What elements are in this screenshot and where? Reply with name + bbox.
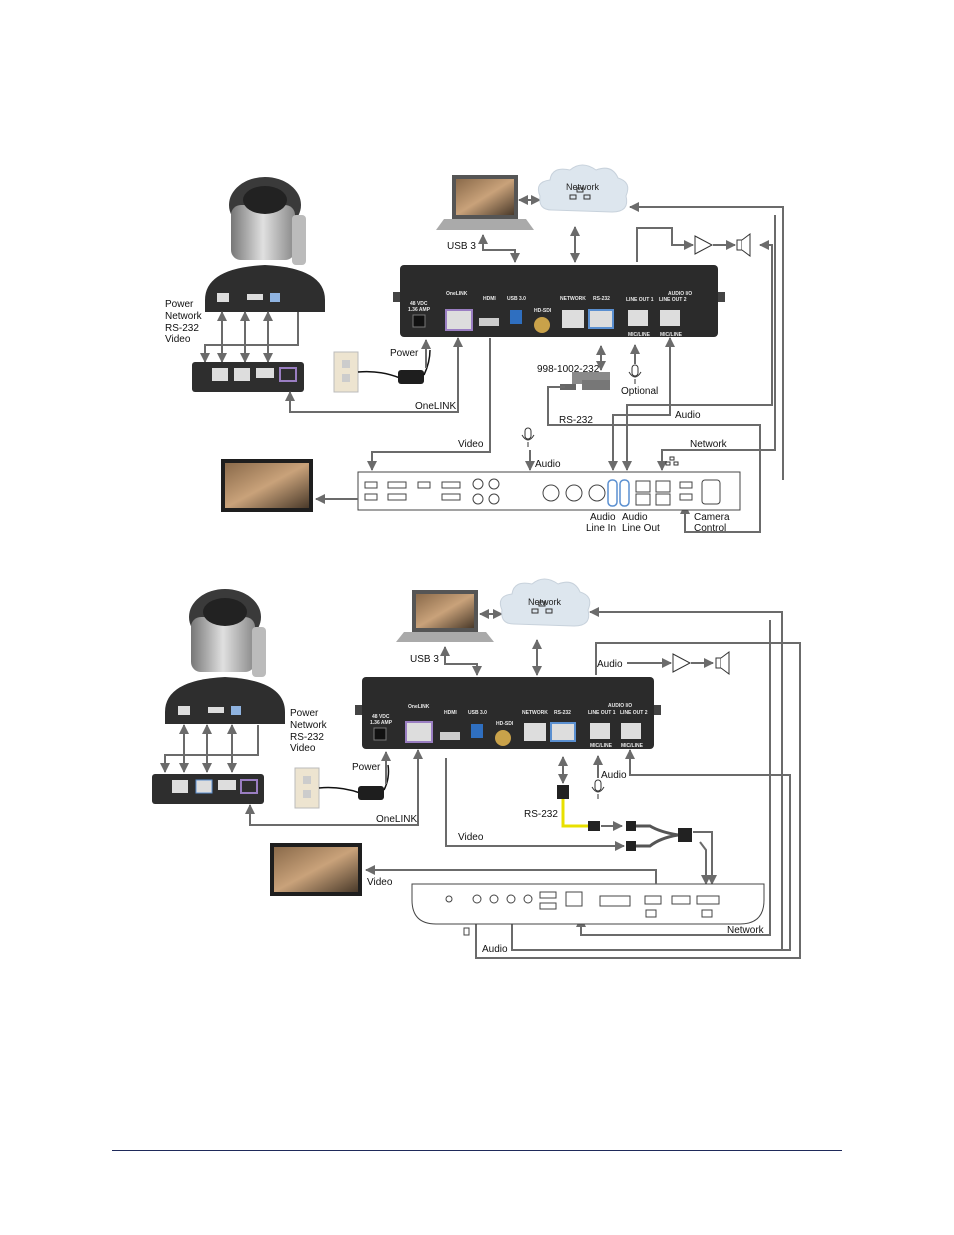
wall-outlet-icon bbox=[333, 351, 359, 393]
network-cloud-icon bbox=[499, 578, 591, 627]
svg-text:RS-232: RS-232 bbox=[593, 296, 610, 302]
amplifier-icon bbox=[672, 653, 692, 673]
label-power: Power bbox=[165, 299, 194, 310]
svg-text:AUDIO I/O: AUDIO I/O bbox=[608, 703, 632, 709]
onelink-interface-icon: 48 VDC 1.36 AMP OneLINK HDMI USB 3.0 HD-… bbox=[393, 265, 725, 338]
label-onelink: OneLINK bbox=[415, 401, 456, 412]
cloud-label: Network bbox=[528, 597, 562, 607]
svg-text:LINE OUT 2: LINE OUT 2 bbox=[659, 297, 687, 303]
label-video-cable: Video bbox=[458, 832, 484, 843]
microphone-icon bbox=[628, 364, 642, 384]
label-power: Power bbox=[290, 708, 319, 719]
svg-text:RS-232: RS-232 bbox=[554, 710, 571, 716]
label-rs232-cable: RS-232 bbox=[559, 415, 593, 426]
camera-adapter-box-icon bbox=[152, 774, 264, 804]
label-network: Network bbox=[727, 925, 765, 936]
label-audio: Audio bbox=[675, 410, 701, 421]
svg-text:MIC/LINE: MIC/LINE bbox=[660, 332, 683, 338]
rs232-cable-icon bbox=[557, 785, 692, 851]
label-part-number: 998-1002-232 bbox=[537, 364, 600, 375]
laptop-icon bbox=[436, 175, 534, 230]
display-monitor-icon bbox=[221, 459, 313, 512]
label-usb3: USB 3 bbox=[410, 654, 439, 665]
label-rs232: RS-232 bbox=[524, 809, 558, 820]
label-usb3: USB 3 bbox=[447, 241, 476, 252]
network-cloud-icon bbox=[537, 164, 629, 213]
svg-text:48 VDC: 48 VDC bbox=[372, 714, 390, 720]
svg-text:LINE OUT 1: LINE OUT 1 bbox=[588, 710, 616, 716]
wall-outlet-icon bbox=[294, 767, 320, 809]
footer-rule bbox=[112, 1150, 842, 1151]
amplifier-icon bbox=[694, 235, 714, 255]
label-optional: Optional bbox=[621, 386, 658, 397]
label-onelink: OneLINK bbox=[376, 814, 417, 825]
label-camera-control-2: Control bbox=[694, 523, 726, 534]
svg-text:MIC/LINE: MIC/LINE bbox=[628, 332, 651, 338]
label-rs232: RS-232 bbox=[290, 732, 324, 743]
speaker-icon bbox=[736, 233, 751, 257]
cloud-label: Network bbox=[566, 182, 600, 192]
camera-connection-labels: Power Network RS-232 Video bbox=[165, 299, 203, 345]
label-power-supply: Power bbox=[390, 348, 419, 359]
label-video: Video bbox=[165, 334, 191, 345]
label-audio-mic: Audio bbox=[535, 459, 561, 470]
network-icon bbox=[665, 456, 679, 466]
label-network: Network bbox=[165, 311, 203, 322]
power-supply-icon bbox=[357, 349, 431, 384]
label-power-supply: Power bbox=[352, 762, 381, 773]
svg-text:1.36 AMP: 1.36 AMP bbox=[370, 720, 393, 726]
power-supply-icon bbox=[318, 764, 390, 800]
speaker-icon bbox=[715, 651, 730, 675]
label-camera-control-1: Camera bbox=[694, 512, 730, 523]
label-video: Video bbox=[290, 743, 316, 754]
label-audio-top: Audio bbox=[597, 659, 623, 670]
label-audio-mid: Audio bbox=[601, 770, 627, 781]
label-video-display: Video bbox=[367, 877, 393, 888]
onelink-interface-icon: 48 VDC 1.36 AMP OneLINK HDMI USB 3.0 HD-… bbox=[355, 677, 661, 749]
label-audio-line-in-1: Audio bbox=[590, 512, 616, 523]
label-audio-line-in-2: Line In bbox=[586, 523, 616, 534]
label-audio-line-out-1: Audio bbox=[622, 512, 648, 523]
video-codec-panel-icon bbox=[357, 471, 741, 511]
svg-text:MIC/LINE: MIC/LINE bbox=[621, 743, 644, 749]
label-network: Network bbox=[290, 720, 328, 731]
svg-text:HD-SDI: HD-SDI bbox=[534, 308, 552, 314]
svg-text:48 VDC: 48 VDC bbox=[410, 301, 428, 307]
svg-text:USB 3.0: USB 3.0 bbox=[468, 710, 487, 716]
svg-text:1.36 AMP: 1.36 AMP bbox=[408, 307, 431, 313]
bottom-diagram: Power Network RS-232 Video OneLINK bbox=[152, 578, 801, 959]
svg-text:NETWORK: NETWORK bbox=[522, 710, 548, 716]
svg-text:NETWORK: NETWORK bbox=[560, 296, 586, 302]
svg-text:OneLINK: OneLINK bbox=[408, 704, 430, 710]
label-rs232: RS-232 bbox=[165, 323, 199, 334]
microphone-icon bbox=[591, 779, 605, 799]
svg-text:LINE OUT 1: LINE OUT 1 bbox=[626, 297, 654, 303]
svg-text:HD-SDI: HD-SDI bbox=[496, 721, 514, 727]
svg-text:MIC/LINE: MIC/LINE bbox=[590, 743, 613, 749]
microphone-icon bbox=[521, 427, 535, 447]
svg-text:USB 3.0: USB 3.0 bbox=[507, 296, 526, 302]
svg-text:LINE OUT 2: LINE OUT 2 bbox=[620, 710, 648, 716]
laptop-icon bbox=[396, 590, 494, 642]
video-codec-panel-icon bbox=[411, 883, 765, 936]
label-audio-line-out-2: Line Out bbox=[622, 523, 660, 534]
svg-text:HDMI: HDMI bbox=[444, 710, 457, 716]
ptz-camera-icon bbox=[165, 589, 285, 724]
camera-adapter-box-icon bbox=[192, 362, 304, 392]
ptz-camera-icon bbox=[205, 177, 325, 312]
svg-text:HDMI: HDMI bbox=[483, 296, 496, 302]
label-network-codec: Network bbox=[690, 439, 728, 450]
svg-text:OneLINK: OneLINK bbox=[446, 291, 468, 297]
label-audio-bottom: Audio bbox=[482, 944, 508, 955]
camera-connection-labels: Power Network RS-232 Video bbox=[290, 708, 328, 754]
top-diagram: Power Network RS-232 Video OneLINK bbox=[165, 164, 784, 534]
rs232-adapter-icon bbox=[560, 372, 610, 390]
display-monitor-icon bbox=[270, 843, 362, 896]
label-video-cable: Video bbox=[458, 439, 484, 450]
